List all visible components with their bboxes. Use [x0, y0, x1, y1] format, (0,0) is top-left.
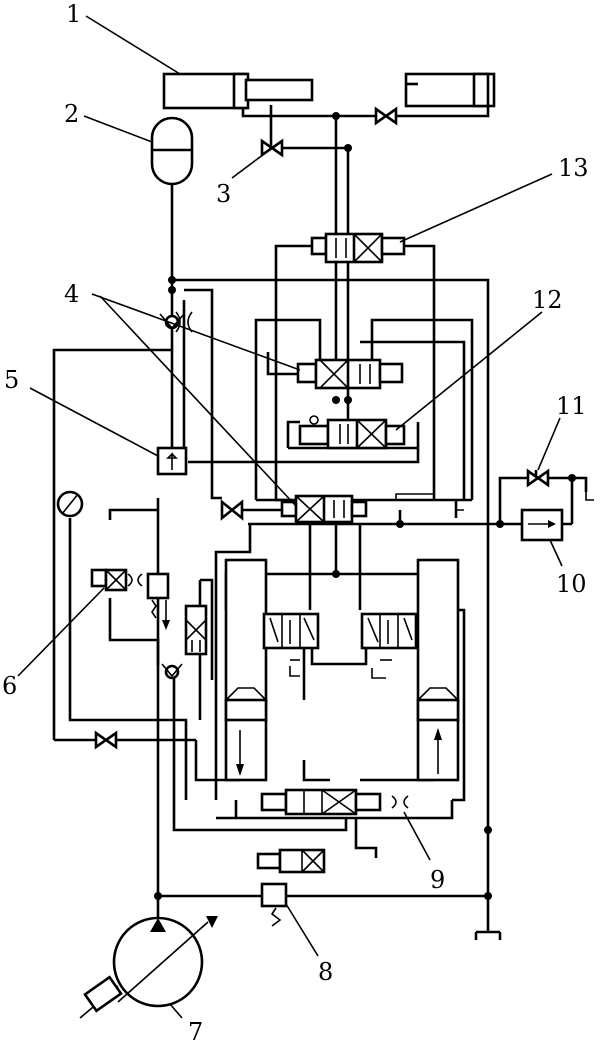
directional-valve-13	[310, 232, 406, 264]
tank-symbols	[289, 492, 594, 679]
component-labels: 1 2 3 4 5 6 7 8 9 10 11 12 13	[2, 0, 589, 1045]
small-valve	[184, 604, 208, 656]
pressure-valve-5	[156, 446, 188, 476]
label-10: 10	[556, 570, 587, 598]
label-3: 3	[216, 180, 231, 208]
throttle-valve-left	[94, 730, 118, 750]
label-5: 5	[4, 366, 19, 394]
label-11: 11	[556, 392, 587, 420]
throttle-valve-top	[374, 106, 398, 126]
cylinder-right	[416, 558, 460, 782]
solenoid-valve-6	[90, 568, 143, 592]
label-7: 7	[188, 1018, 203, 1045]
label-9: 9	[430, 866, 445, 894]
label-6: 6	[2, 672, 17, 700]
pressure-gauge	[56, 490, 84, 518]
throttle-valve-3	[260, 138, 284, 158]
accumulator-2	[150, 116, 194, 186]
leader-lines	[17, 15, 563, 1019]
directional-valve-4	[266, 352, 404, 390]
pipe-network	[52, 105, 588, 940]
solenoid-valve-8	[256, 848, 326, 927]
label-2: 2	[64, 100, 79, 128]
pressure-valve-10	[520, 508, 564, 542]
cylinder-left	[224, 558, 268, 782]
label-8: 8	[318, 958, 333, 986]
directional-valve-9	[260, 788, 409, 816]
label-12: 12	[532, 286, 563, 314]
valve-mid-left	[262, 612, 320, 661]
cylinder-1	[162, 72, 314, 110]
check-valve	[161, 663, 183, 680]
directional-valve-12	[298, 415, 406, 450]
valve-mid-right	[360, 612, 418, 661]
directional-valve-4b	[280, 493, 435, 524]
throttle-valve-11	[526, 468, 550, 488]
label-13: 13	[558, 154, 589, 182]
label-1: 1	[66, 0, 81, 28]
junction-dots	[154, 112, 576, 900]
label-4: 4	[64, 280, 79, 308]
cylinder-1b	[404, 72, 496, 108]
relief-valve	[146, 572, 170, 630]
throttle-valve-mid	[220, 499, 244, 521]
variable-pump-7	[79, 916, 218, 1019]
